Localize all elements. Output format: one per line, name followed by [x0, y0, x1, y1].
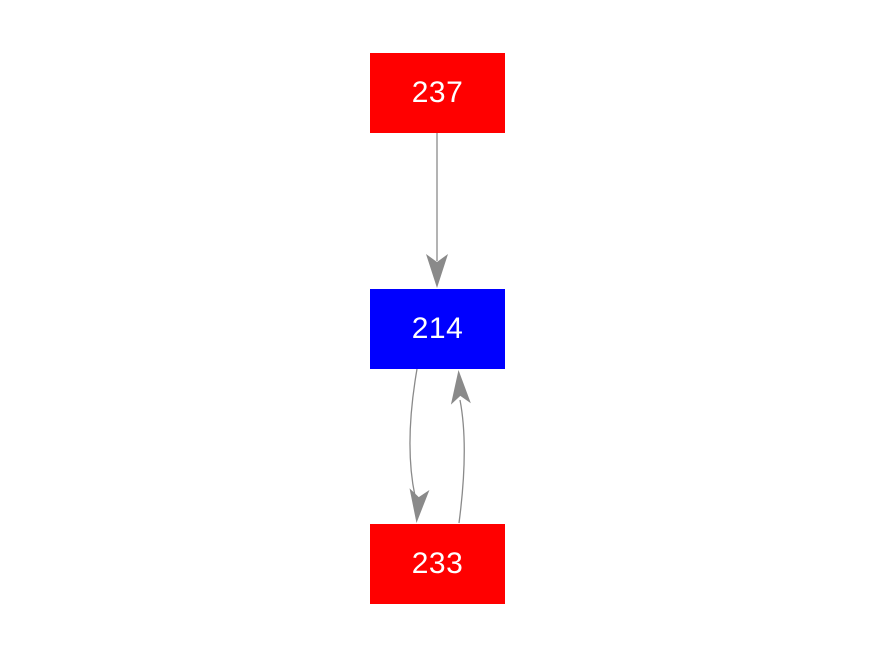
- arrowhead-icon: [409, 488, 430, 523]
- edge-237-to-214: [426, 133, 448, 288]
- edge-233-to-214: [450, 370, 471, 524]
- node-214[interactable]: 214: [370, 289, 505, 369]
- node-label: 233: [411, 547, 464, 580]
- arrowhead-icon: [426, 254, 448, 288]
- edge-line: [458, 399, 465, 524]
- node-label: 237: [411, 76, 464, 109]
- node-233[interactable]: 233: [370, 524, 505, 604]
- node-237[interactable]: 237: [370, 53, 505, 133]
- arrowhead-icon: [450, 370, 471, 405]
- node-label: 214: [411, 312, 464, 345]
- edge-line: [409, 368, 418, 497]
- edge-214-to-233: [409, 368, 430, 523]
